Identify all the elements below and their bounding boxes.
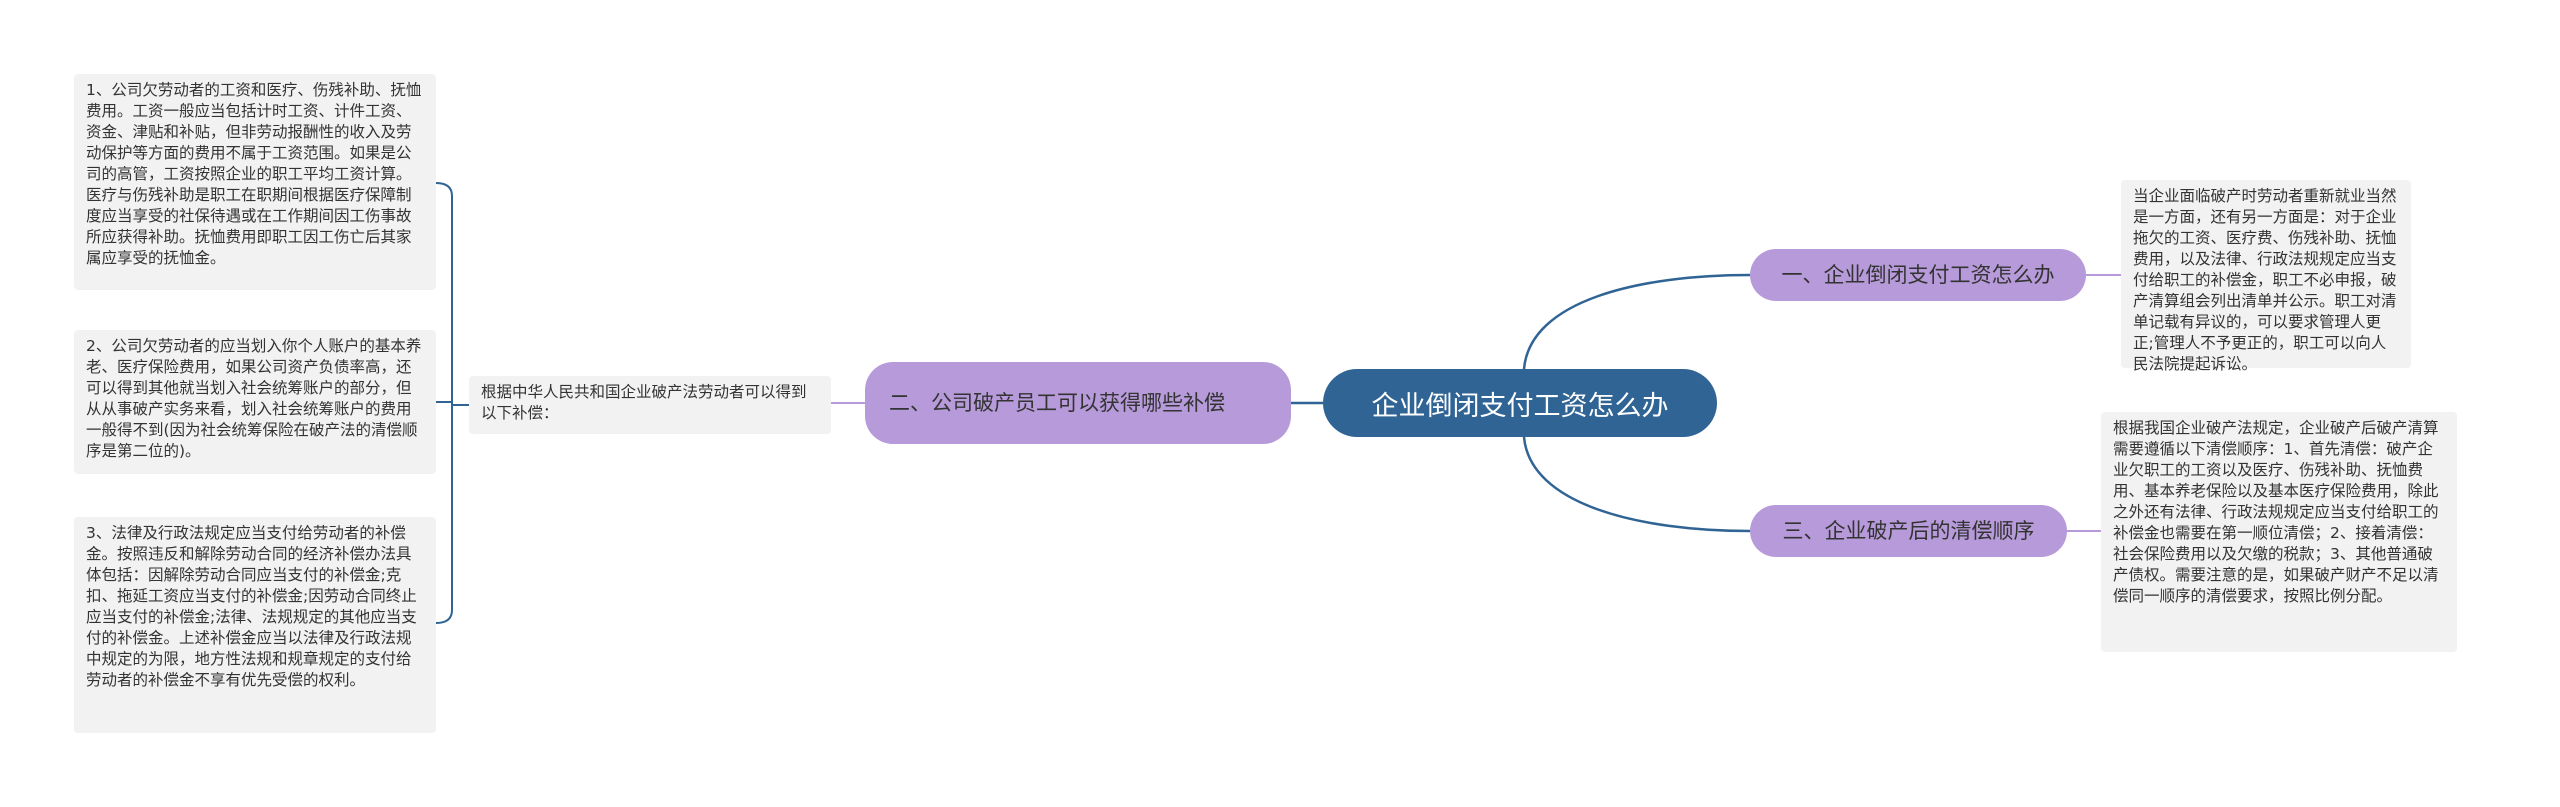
branch-2-item-1-text: 1、公司欠劳动者的工资和医疗、伤残补助、抚恤费用。工资一般应当包括计时工资、计件…: [86, 81, 422, 267]
branch-2-item-2: 2、公司欠劳动者的应当划入你个人账户的基本养老、医疗保险费用，如果公司资产负债率…: [74, 330, 436, 474]
branch-3-detail-text: 根据我国企业破产法规定，企业破产后破产清算需要遵循以下清偿顺序：1、首先清偿：破…: [2113, 419, 2439, 605]
root-label: 企业倒闭支付工资怎么办: [1371, 390, 1669, 422]
branch-3-detail: 根据我国企业破产法规定，企业破产后破产清算需要遵循以下清偿顺序：1、首先清偿：破…: [2101, 412, 2457, 652]
branch-2-intro: 根据中华人民共和国企业破产法劳动者可以得到以下补偿：: [469, 376, 831, 434]
connector-root-branch1: [1522, 273, 1751, 370]
branch-1-label: 一、企业倒闭支付工资怎么办: [1781, 263, 2055, 287]
bracket-intro-items: [435, 182, 469, 624]
branch-2-item-3-text: 3、法律及行政法规定应当支付给劳动者的补偿金。按照违反和解除劳动合同的经济补偿办…: [86, 524, 417, 689]
branch-node-1[interactable]: 一、企业倒闭支付工资怎么办: [1750, 249, 2086, 301]
branch-3-label: 三、企业破产后的清偿顺序: [1782, 519, 2035, 543]
branch-2-item-3: 3、法律及行政法规定应当支付给劳动者的补偿金。按照违反和解除劳动合同的经济补偿办…: [74, 517, 436, 733]
branch-2-item-2-text: 2、公司欠劳动者的应当划入你个人账户的基本养老、医疗保险费用，如果公司资产负债率…: [86, 337, 422, 460]
branch-1-detail-text: 当企业面临破产时劳动者重新就业当然是一方面，还有另一方面是：对于企业拖欠的工资、…: [2133, 187, 2397, 373]
branch-2-intro-text: 根据中华人民共和国企业破产法劳动者可以得到以下补偿：: [481, 383, 807, 422]
branch-node-2[interactable]: 二、公司破产员工可以获得哪些补偿: [865, 362, 1291, 444]
branch-1-detail: 当企业面临破产时劳动者重新就业当然是一方面，还有另一方面是：对于企业拖欠的工资、…: [2121, 180, 2411, 373]
branch-2-item-1: 1、公司欠劳动者的工资和医疗、伤残补助、抚恤费用。工资一般应当包括计时工资、计件…: [74, 74, 436, 290]
connector-root-branch3: [1522, 436, 1751, 533]
branch-node-3[interactable]: 三、企业破产后的清偿顺序: [1750, 505, 2067, 557]
root-node[interactable]: 企业倒闭支付工资怎么办: [1323, 369, 1717, 437]
branch-2-label: 二、公司破产员工可以获得哪些补偿: [889, 391, 1225, 415]
